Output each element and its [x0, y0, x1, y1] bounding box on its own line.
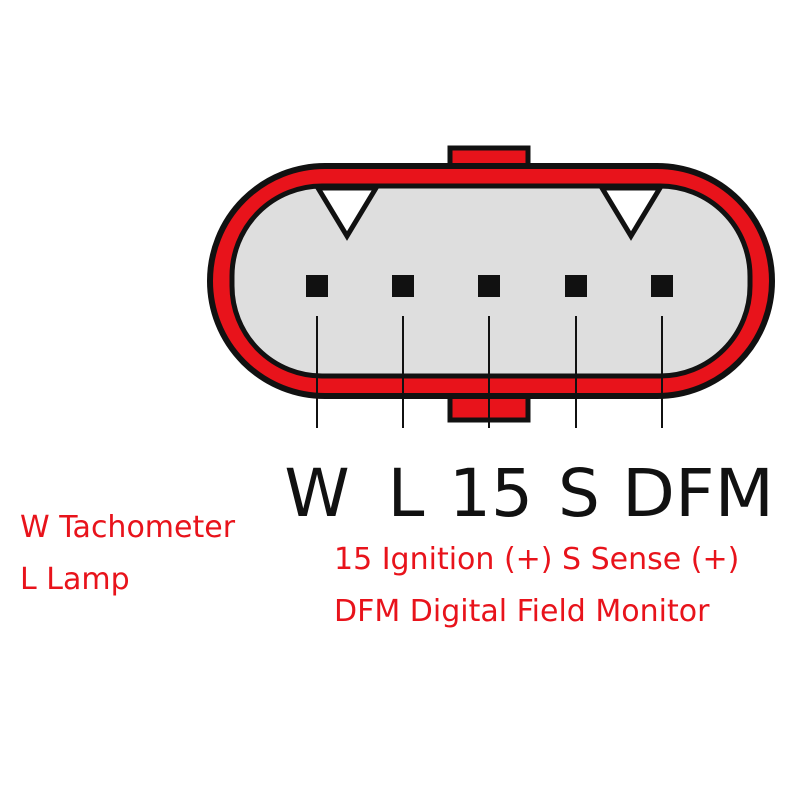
pin-w-contact [306, 275, 328, 297]
pin-s-contact [565, 275, 587, 297]
pin-l-label: L [388, 455, 425, 532]
legend-item-l: L Lamp [20, 562, 130, 597]
pin-s-label: S [558, 455, 600, 532]
legend-item-15-s: 15 Ignition (+) S Sense (+) [334, 542, 740, 577]
legend-right: 15 Ignition (+) S Sense (+) DFM Digital … [334, 534, 739, 638]
pin-dfm-contact [651, 275, 673, 297]
pin-w-label: W [284, 455, 349, 532]
pin-w: W [284, 275, 350, 532]
pin-l: L [388, 275, 425, 532]
right-notch [597, 185, 665, 241]
pin-s: S [558, 275, 600, 532]
pin-l-contact [392, 275, 414, 297]
legend-item-dfm: DFM Digital Field Monitor [334, 594, 710, 629]
pin-dfm: DFM [622, 275, 774, 532]
legend-item-w: W Tachometer [20, 510, 236, 545]
pin-15: 15 [449, 275, 533, 532]
pin-15-contact [478, 275, 500, 297]
pin-15-label: 15 [449, 455, 533, 532]
legend-left: W Tachometer L Lamp [20, 502, 235, 606]
left-notch [313, 185, 381, 241]
pin-dfm-label: DFM [622, 455, 774, 532]
